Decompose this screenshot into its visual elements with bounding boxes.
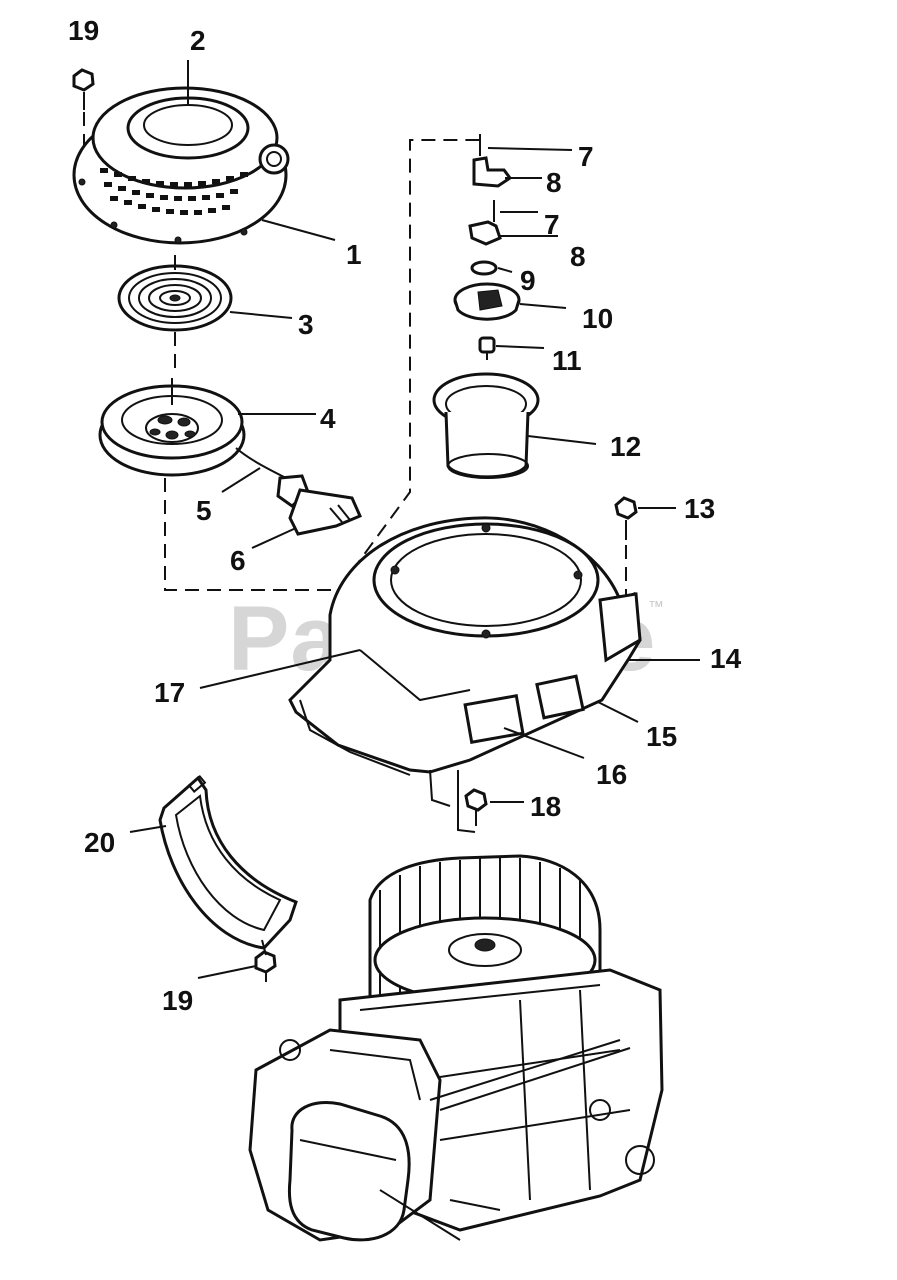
- callout-7-upper: 7: [578, 141, 594, 172]
- callout-13: 13: [684, 493, 715, 524]
- callout-19-top: 19: [68, 15, 99, 46]
- callout-16: 16: [596, 759, 627, 790]
- part-bolt-18[interactable]: [457, 770, 488, 833]
- part-retainer-ring[interactable]: [470, 260, 498, 276]
- part-bolt-13[interactable]: [614, 496, 638, 600]
- part-blower-cover[interactable]: [72, 86, 290, 245]
- part-starter-handle[interactable]: [276, 474, 362, 536]
- callout-2: 2: [190, 25, 206, 56]
- callout-9: 9: [520, 265, 536, 296]
- part-recoil-spring[interactable]: [117, 255, 233, 368]
- callout-17: 17: [154, 677, 185, 708]
- part-bolt-19-top[interactable]: [72, 68, 95, 178]
- part-starter-pulley[interactable]: [98, 378, 246, 477]
- part-rotating-screen[interactable]: [432, 372, 540, 479]
- callout-14: 14: [710, 643, 742, 674]
- watermark-trademark: ™: [648, 599, 664, 616]
- callout-11: 11: [552, 345, 582, 376]
- callout-19-lower: 19: [162, 985, 193, 1016]
- callout-20: 20: [84, 827, 115, 858]
- part-dog-8-upper[interactable]: [472, 156, 513, 188]
- callout-8-lower: 8: [570, 241, 586, 272]
- leader-lines: [129, 60, 700, 979]
- callout-3: 3: [298, 309, 314, 340]
- part-starter-rope[interactable]: [235, 447, 291, 481]
- part-cylinder-baffle[interactable]: [158, 775, 298, 950]
- callout-8-upper: 8: [546, 167, 562, 198]
- callout-5: 5: [196, 495, 212, 526]
- callout-15: 15: [646, 721, 677, 752]
- engine-block: [248, 854, 664, 1242]
- callout-4: 4: [320, 403, 336, 434]
- part-bolt-19-lower[interactable]: [254, 939, 277, 982]
- part-blower-housing[interactable]: [288, 516, 642, 807]
- part-dog-8-lower[interactable]: [468, 220, 502, 246]
- part-starter-cup[interactable]: [453, 282, 521, 321]
- callout-12: 12: [610, 431, 641, 462]
- callout-1: 1: [346, 239, 362, 270]
- callout-6: 6: [230, 545, 246, 576]
- callout-10: 10: [582, 303, 613, 334]
- part-screw-11[interactable]: [478, 336, 496, 360]
- callout-7-lower: 7: [544, 209, 560, 240]
- callout-18: 18: [530, 791, 561, 822]
